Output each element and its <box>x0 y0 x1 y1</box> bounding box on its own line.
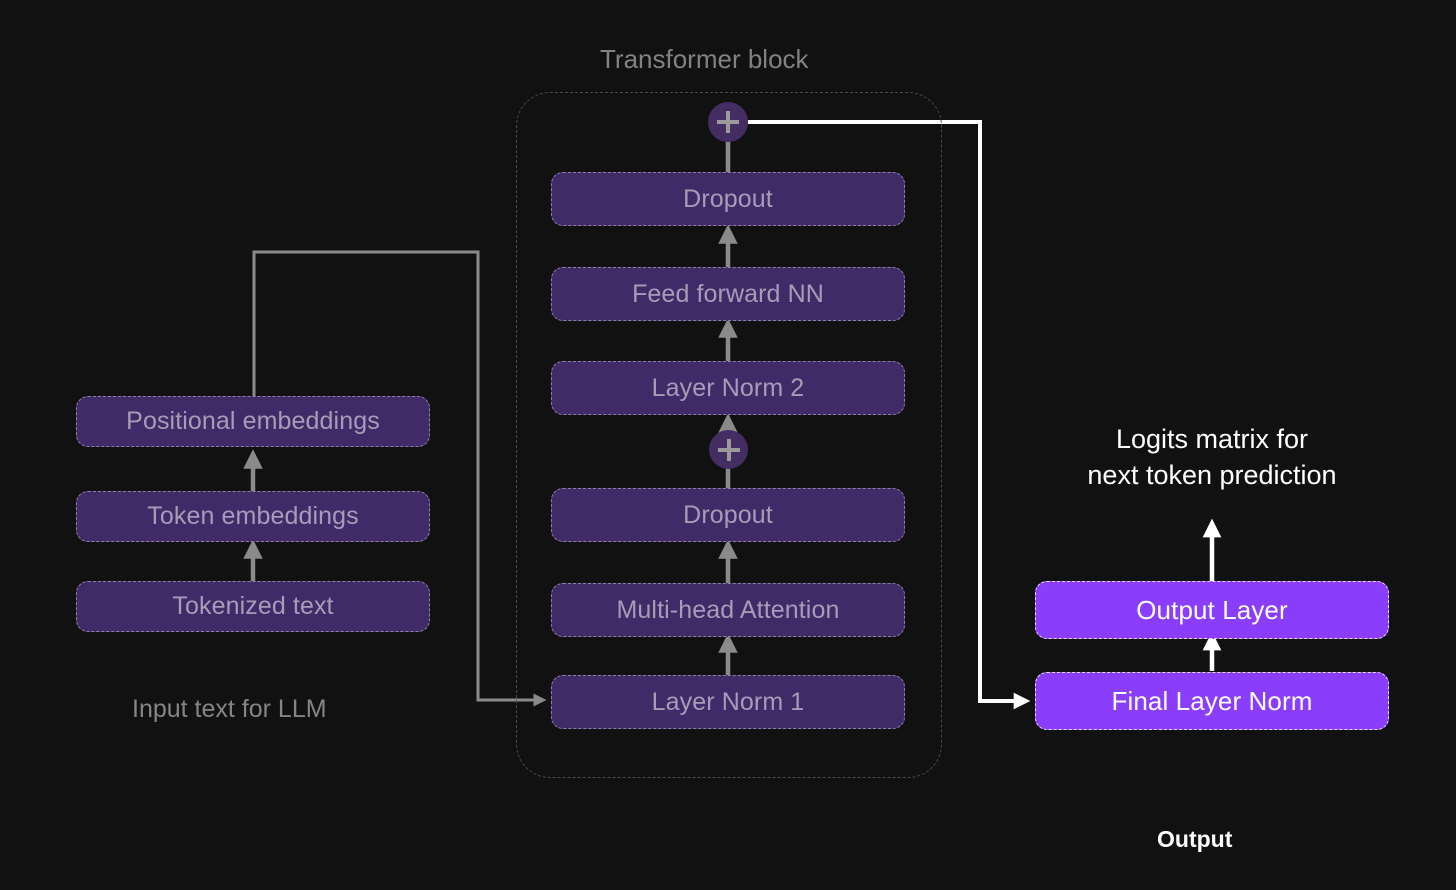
node-token-embeddings[interactable]: Token embeddings <box>76 491 430 542</box>
node-label: Positional embeddings <box>126 407 380 435</box>
node-label: Layer Norm 1 <box>651 687 805 716</box>
node-label: Dropout <box>683 184 773 213</box>
node-positional-embeddings[interactable]: Positional embeddings <box>76 396 430 447</box>
node-dropout-1[interactable]: Dropout <box>551 488 905 542</box>
node-final-layer-norm[interactable]: Final Layer Norm <box>1035 672 1389 730</box>
transformer-block-container <box>516 92 942 778</box>
transformer-block-title: Transformer block <box>600 44 809 74</box>
node-tokenized-text[interactable]: Tokenized text <box>76 581 430 632</box>
node-label: Dropout <box>683 500 773 529</box>
top-residual-add-node[interactable] <box>708 102 748 142</box>
plus-icon <box>717 438 740 461</box>
node-dropout-2[interactable]: Dropout <box>551 172 905 226</box>
node-feed-forward-nn[interactable]: Feed forward NN <box>551 267 905 321</box>
node-label: Token embeddings <box>147 502 359 530</box>
mid-residual-add-node[interactable] <box>709 430 748 469</box>
node-label: Layer Norm 2 <box>651 373 805 402</box>
wire-embeddings-to-transformer <box>252 250 547 707</box>
node-label: Output Layer <box>1136 594 1288 625</box>
output-label: Output <box>1157 826 1233 852</box>
logits-label-line-1: Logits matrix for <box>1115 424 1309 454</box>
node-output-layer[interactable]: Output Layer <box>1035 581 1389 639</box>
plus-icon <box>717 111 739 133</box>
node-label: Multi-head Attention <box>616 595 840 624</box>
node-layer-norm-2[interactable]: Layer Norm 2 <box>551 361 905 415</box>
node-label: Tokenized text <box>172 592 334 620</box>
node-layer-norm-1[interactable]: Layer Norm 1 <box>551 675 905 729</box>
node-multi-head-attention[interactable]: Multi-head Attention <box>551 583 905 637</box>
input-text-label: Input text for LLM <box>132 695 327 723</box>
node-label: Feed forward NN <box>632 279 824 308</box>
node-label: Final Layer Norm <box>1111 685 1313 716</box>
logits-label-line-2: next token prediction <box>1087 459 1337 490</box>
logits-matrix-label: Logits matrix for next token prediction <box>1036 422 1388 493</box>
